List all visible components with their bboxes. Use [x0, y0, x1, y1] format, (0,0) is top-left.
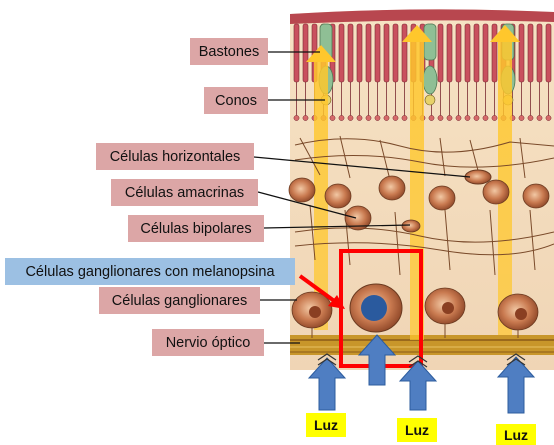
rod: [474, 24, 479, 82]
ganglion-nucleus: [442, 302, 454, 314]
bipolar-cell: [289, 178, 315, 202]
rod: [393, 24, 398, 82]
label-conos: Conos: [204, 87, 268, 114]
rod: [492, 24, 497, 82]
rod-nucleus: [294, 115, 299, 120]
label-celulas-amacrinas: Células amacrinas: [111, 179, 258, 206]
cone-inner: [423, 66, 437, 94]
rod: [546, 24, 551, 82]
rod-nucleus: [537, 115, 542, 120]
label-celulas-bipolares: Células bipolares: [128, 215, 264, 242]
label-nervio-optico: Nervio óptico: [152, 329, 264, 356]
rod-nucleus: [447, 115, 452, 120]
rod: [456, 24, 461, 82]
rod-nucleus: [357, 115, 362, 120]
melanopsin-ganglion-cell: [350, 284, 402, 332]
rod: [375, 24, 380, 82]
rod: [339, 24, 344, 82]
rod-nucleus: [339, 115, 344, 120]
rod: [348, 24, 353, 82]
rod-nucleus: [483, 115, 488, 120]
rod: [357, 24, 362, 82]
label-celulas-horizontales: Células horizontales: [96, 143, 254, 170]
rod-nucleus: [456, 115, 461, 120]
rod: [402, 24, 407, 82]
bipolar-cell: [379, 176, 405, 200]
rod-nucleus: [366, 115, 371, 120]
rod: [519, 24, 524, 82]
rod: [528, 24, 533, 82]
rod-nucleus: [375, 115, 380, 120]
label-celulas-ganglionares: Células ganglionares: [99, 287, 260, 314]
rod-nucleus: [348, 115, 353, 120]
luz-label-3: Luz: [496, 424, 536, 445]
rod-nucleus: [330, 115, 335, 120]
rod-nucleus: [492, 115, 497, 120]
rod: [303, 24, 308, 82]
rod: [537, 24, 542, 82]
rod-nucleus: [303, 115, 308, 120]
bipolar-cell: [483, 180, 509, 204]
rod-nucleus: [402, 115, 407, 120]
rod: [465, 24, 470, 82]
rod: [438, 24, 443, 82]
bipolar-cell: [325, 184, 351, 208]
ganglion-nucleus: [309, 306, 321, 318]
rod-nucleus: [429, 115, 434, 120]
rod-nucleus: [528, 115, 533, 120]
rod: [294, 24, 299, 82]
rod-nucleus: [546, 115, 551, 120]
cone-nucleus: [425, 95, 435, 105]
rod: [366, 24, 371, 82]
rod-nucleus: [465, 115, 470, 120]
luz-label-2: Luz: [397, 418, 437, 442]
rod-nucleus: [393, 115, 398, 120]
rod: [483, 24, 488, 82]
label-celulas-ganglionares-melanopsina: Células ganglionares con melanopsina: [5, 258, 295, 285]
bipolar-cell: [523, 184, 549, 208]
luz-label-1: Luz: [306, 413, 346, 437]
label-bastones: Bastones: [190, 38, 268, 65]
rod-nucleus: [474, 115, 479, 120]
rod-nucleus: [384, 115, 389, 120]
rod: [447, 24, 452, 82]
rod-nucleus: [519, 115, 524, 120]
amacrine-cell: [402, 220, 420, 232]
rod: [384, 24, 389, 82]
bipolar-cell: [429, 186, 455, 210]
rod-nucleus: [438, 115, 443, 120]
ganglion-nucleus: [515, 308, 527, 320]
